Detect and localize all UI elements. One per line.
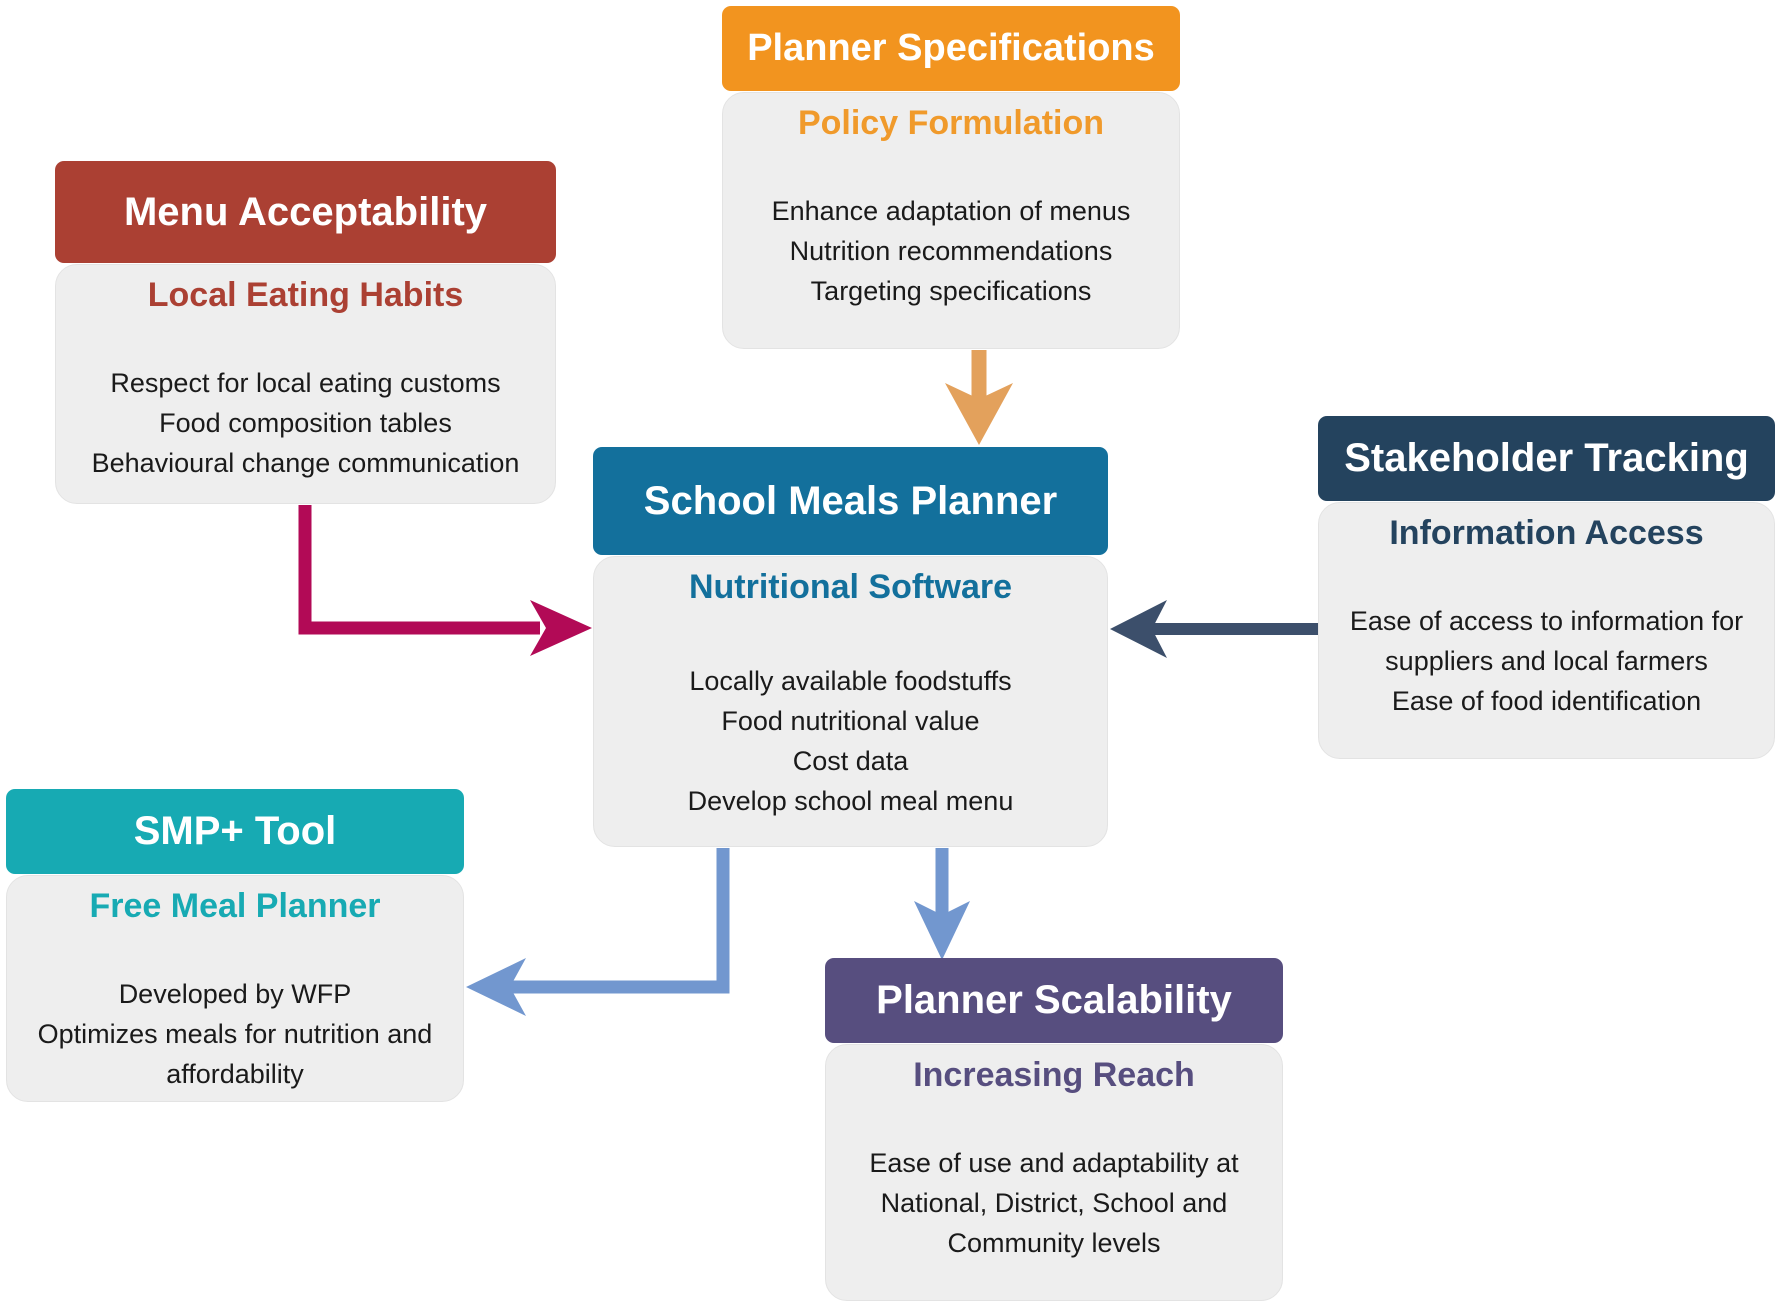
list-item: Develop school meal menu <box>687 786 1014 816</box>
school-meals-planner-list: Locally available foodstuffs Food nutrit… <box>594 661 1107 821</box>
stakeholder-tracking-card: Information Access Ease of access to inf… <box>1318 416 1775 759</box>
planner-specifications-title: Planner Specifications <box>722 6 1180 91</box>
list-item: Developed by WFP <box>118 979 352 1009</box>
list-item: Cost data <box>792 746 909 776</box>
arrow-stakeholder-to-planner <box>1110 600 1318 658</box>
planner-scalability-card: Increasing Reach Ease of use and adaptab… <box>825 958 1283 1301</box>
planner-specifications-body: Policy Formulation Enhance adaptation of… <box>722 92 1180 349</box>
arrow-planner-to-smp <box>466 848 730 1016</box>
smp-tool-title: SMP+ Tool <box>6 789 464 874</box>
planner-specifications-card: Policy Formulation Enhance adaptation of… <box>722 6 1180 349</box>
list-item: Locally available foodstuffs <box>689 666 1012 696</box>
school-meals-planner-body: Nutritional Software Locally available f… <box>593 556 1108 847</box>
menu-acceptability-title: Menu Acceptability <box>55 161 556 263</box>
nutritional-software-subtitle: Nutritional Software <box>688 568 1013 606</box>
planner-scalability-title: Planner Scalability <box>825 958 1283 1043</box>
local-eating-habits-subtitle: Local Eating Habits <box>147 276 464 314</box>
list-item: Ease of food identification <box>1391 686 1702 716</box>
planner-scalability-body: Increasing Reach Ease of use and adaptab… <box>825 1044 1283 1301</box>
policy-formulation-subtitle: Policy Formulation <box>797 104 1105 142</box>
free-meal-planner-subtitle: Free Meal Planner <box>89 887 381 925</box>
planner-specifications-list: Enhance adaptation of menus Nutrition re… <box>723 191 1179 311</box>
list-item: Ease of access to information for suppli… <box>1349 606 1744 676</box>
menu-acceptability-body: Local Eating Habits Respect for local ea… <box>55 264 556 504</box>
smp-tool-body: Free Meal Planner Developed by WFP Optim… <box>6 875 464 1102</box>
list-item: Enhance adaptation of menus <box>771 196 1131 226</box>
list-item: Food nutritional value <box>721 706 980 736</box>
information-access-subtitle: Information Access <box>1389 514 1704 552</box>
school-meals-planner-title: School Meals Planner <box>593 447 1108 555</box>
list-item: Optimizes meals for nutrition and afford… <box>37 1019 433 1089</box>
school-meals-planner-card: Nutritional Software Locally available f… <box>593 447 1108 847</box>
arrow-specs-to-planner <box>945 350 1013 445</box>
list-item: Respect for local eating customs <box>110 368 501 398</box>
list-item: Behavioural change communication <box>91 448 520 478</box>
smp-tool-card: Free Meal Planner Developed by WFP Optim… <box>6 789 464 1102</box>
menu-acceptability-list: Respect for local eating customs Food co… <box>56 363 555 483</box>
arrow-menu-to-planner <box>298 505 592 656</box>
arrow-planner-to-scalability <box>914 848 970 960</box>
planner-scalability-list: Ease of use and adaptability at National… <box>826 1143 1282 1263</box>
stakeholder-tracking-body: Information Access Ease of access to inf… <box>1318 502 1775 759</box>
stakeholder-tracking-title: Stakeholder Tracking <box>1318 416 1775 501</box>
smp-tool-list: Developed by WFP Optimizes meals for nut… <box>7 974 463 1094</box>
menu-acceptability-card: Local Eating Habits Respect for local ea… <box>55 161 556 504</box>
list-item: Food composition tables <box>159 408 452 438</box>
list-item: Ease of use and adaptability at National… <box>869 1148 1239 1258</box>
stakeholder-tracking-list: Ease of access to information for suppli… <box>1319 601 1774 721</box>
list-item: Nutrition recommendations <box>789 236 1113 266</box>
list-item: Targeting specifications <box>810 276 1092 306</box>
increasing-reach-subtitle: Increasing Reach <box>913 1056 1195 1094</box>
